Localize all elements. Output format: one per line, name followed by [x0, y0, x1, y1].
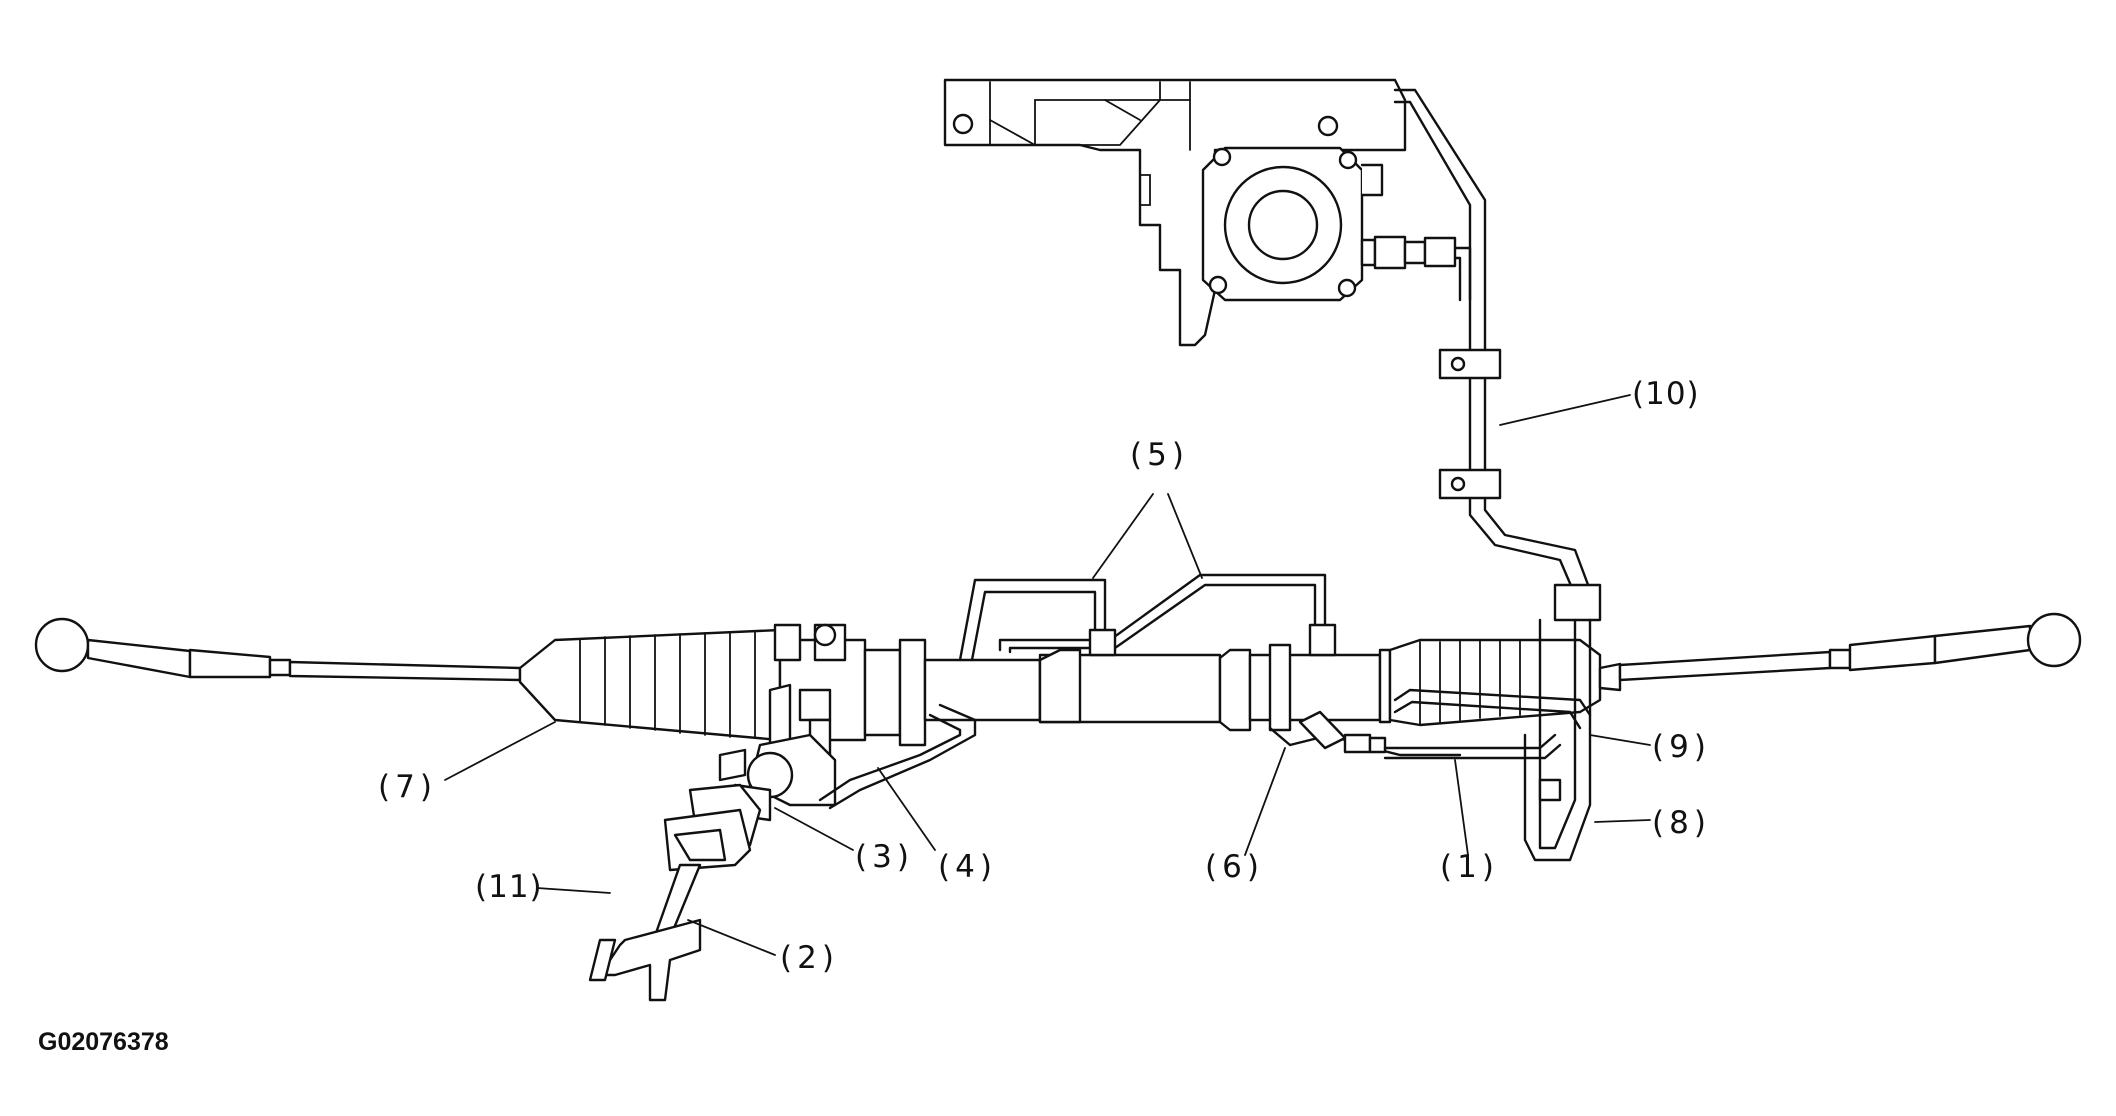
callout-9: (9) — [1652, 729, 1711, 765]
leader-lines — [444, 394, 1651, 956]
figure-code: G02076378 — [38, 1028, 169, 1056]
pipe-10 — [1393, 88, 1602, 622]
leader-11 — [536, 887, 611, 894]
callout-10: (10) — [1632, 376, 1700, 412]
callout-5: (5) — [1130, 437, 1189, 473]
leader-4 — [877, 767, 936, 851]
left-tie-rod — [34, 617, 522, 682]
leader-1 — [1454, 759, 1469, 856]
universal-joint-11 — [588, 918, 702, 1002]
pipe-8 — [1523, 618, 1592, 862]
leader-2 — [687, 919, 776, 956]
left-boot-7 — [518, 628, 782, 742]
gearbox-housing — [768, 623, 1392, 762]
callout-2: (2) — [780, 940, 839, 976]
shaft-2 — [648, 783, 762, 952]
leader-10 — [1499, 394, 1631, 426]
leader-7 — [444, 721, 556, 781]
leader-5a — [1092, 493, 1154, 579]
pipe-5 — [958, 573, 1337, 662]
callout-labels: (1) (2) (3) (4) (5) (6) (7) (8) (9) (10)… — [378, 376, 1711, 976]
callout-11: (11) — [475, 869, 543, 905]
leader-9 — [1589, 734, 1651, 746]
callout-4: (4) — [938, 849, 997, 885]
callout-1: (1) — [1440, 849, 1499, 885]
leader-6 — [1244, 747, 1286, 856]
callout-8: (8) — [1652, 805, 1711, 841]
leader-8 — [1594, 819, 1651, 823]
right-tie-rod — [1598, 612, 2082, 692]
callout-7: (7) — [378, 769, 437, 805]
leader-3 — [774, 807, 854, 851]
leader-5b — [1167, 493, 1203, 579]
oil-pump-assembly — [943, 78, 1457, 347]
callout-6: (6) — [1205, 849, 1264, 885]
pipe-6 — [1268, 710, 1462, 757]
pipe-4 — [818, 703, 977, 810]
callout-3: (3) — [855, 839, 914, 875]
